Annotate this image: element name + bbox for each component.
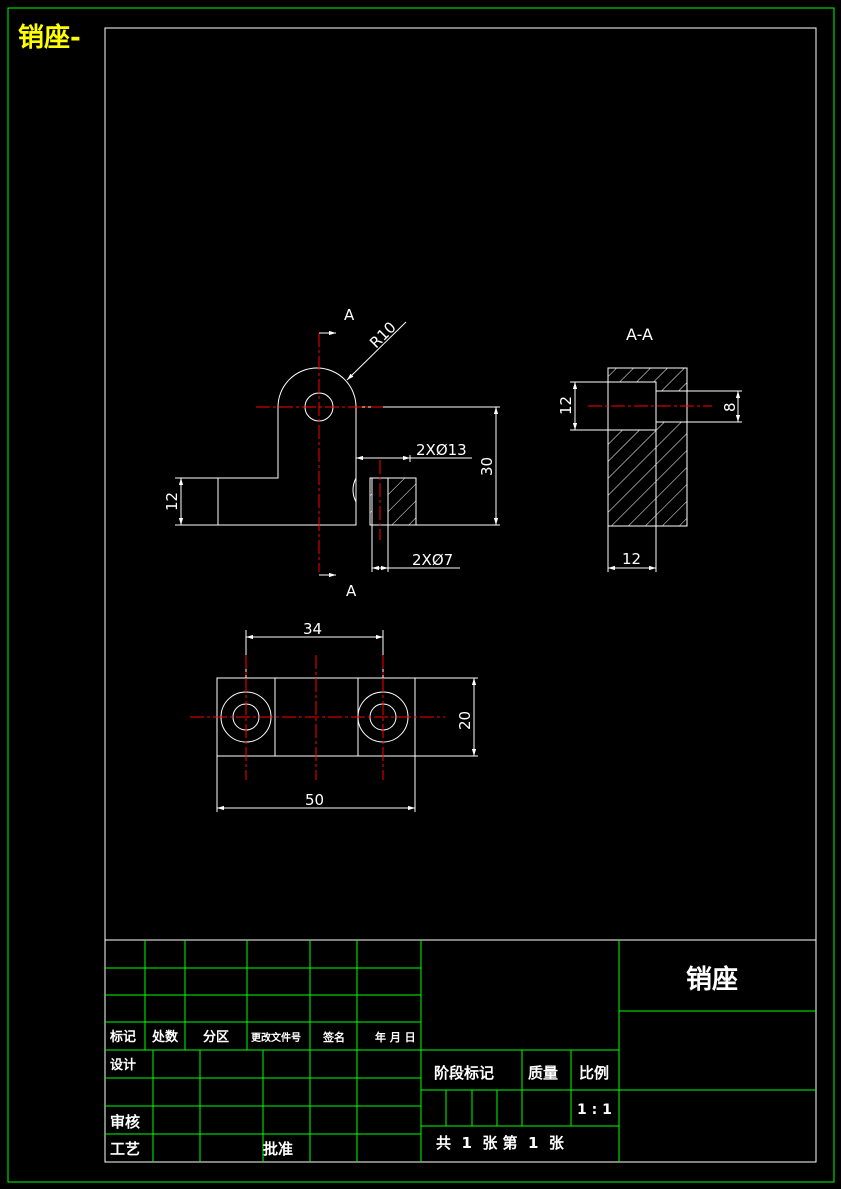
radius-leader xyxy=(346,321,407,381)
section-hole-label: 8 xyxy=(721,402,739,412)
title-block xyxy=(105,939,816,1162)
width-label: 20 xyxy=(456,711,474,730)
counterbore-label: 2XØ13 xyxy=(416,441,467,459)
header-zone: 分区 xyxy=(203,1029,229,1045)
section-height-label: 12 xyxy=(557,396,575,415)
header-change-doc: 更改文件号 xyxy=(251,1031,301,1044)
counterbore-cut xyxy=(352,477,357,525)
height-total-label: 30 xyxy=(478,457,496,476)
section-mark-bottom: A xyxy=(346,582,357,600)
hole-label: 2XØ7 xyxy=(412,551,453,569)
section-width-label: 12 xyxy=(622,550,641,568)
sheet-count: 共 1 张 第 1 张 xyxy=(436,1134,565,1152)
outer-frame xyxy=(7,7,835,1183)
header-signature: 签名 xyxy=(322,1030,345,1044)
review-label: 审核 xyxy=(110,1113,140,1131)
header-mark: 标记 xyxy=(109,1029,136,1045)
header-date: 年 月 日 xyxy=(375,1030,416,1044)
design-label: 设计 xyxy=(110,1057,136,1073)
part-name: 销座 xyxy=(686,964,738,995)
scale-value: 1 : 1 xyxy=(577,1102,612,1118)
scale-label: 比例 xyxy=(579,1064,609,1082)
stage-label: 阶段标记 xyxy=(434,1064,494,1082)
process-label: 工艺 xyxy=(110,1140,140,1158)
section-view-title: A-A xyxy=(626,325,653,344)
length-label: 50 xyxy=(305,791,324,809)
inner-frame xyxy=(104,27,817,1163)
hole-spacing-label: 34 xyxy=(303,620,322,638)
corner-title: 销座- xyxy=(18,22,81,53)
front-view-outline xyxy=(217,367,357,526)
header-count: 处数 xyxy=(151,1029,179,1045)
section-mark-top: A xyxy=(344,306,355,324)
approve-label: 批准 xyxy=(263,1140,293,1158)
mass-label: 质量 xyxy=(528,1064,558,1082)
height-base-label: 12 xyxy=(163,492,181,511)
